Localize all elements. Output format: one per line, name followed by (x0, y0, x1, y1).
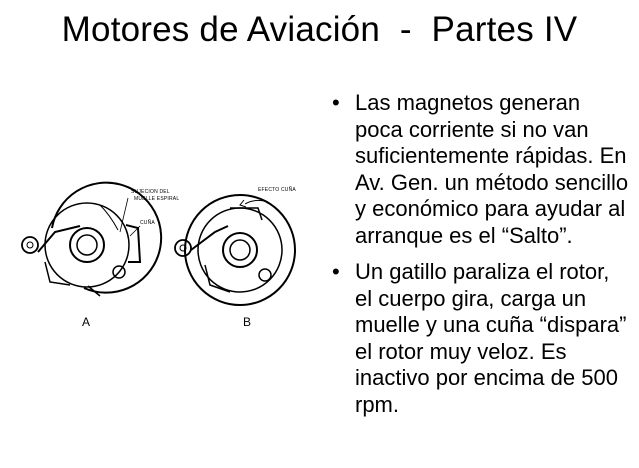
annotation-muelle: MUELLE ESPIRAL (134, 196, 180, 202)
figure-label-a: A (82, 315, 91, 329)
slide-title: Motores de Aviación - Partes IV (61, 10, 578, 49)
bullet-item: • Las magnetos generan poca corriente si… (330, 90, 630, 249)
bullet-list: • Las magnetos generan poca corriente si… (330, 90, 630, 428)
bullet-icon: • (332, 90, 340, 115)
bullet-icon: • (332, 259, 340, 284)
bullet-text: Un gatillo paraliza el rotor, el cuerpo … (355, 259, 627, 417)
annotation-efecto-cuna: EFECTO CUÑA (258, 187, 296, 193)
figure-label-b: B (243, 315, 252, 329)
bullet-text: Las magnetos generan poca corriente si n… (355, 90, 629, 248)
annotation-cuna: CUÑA (140, 220, 155, 226)
annotation-sujecion: SUJECION DEL (131, 189, 170, 195)
bullet-item: • Un gatillo paraliza el rotor, el cuerp… (330, 259, 630, 418)
